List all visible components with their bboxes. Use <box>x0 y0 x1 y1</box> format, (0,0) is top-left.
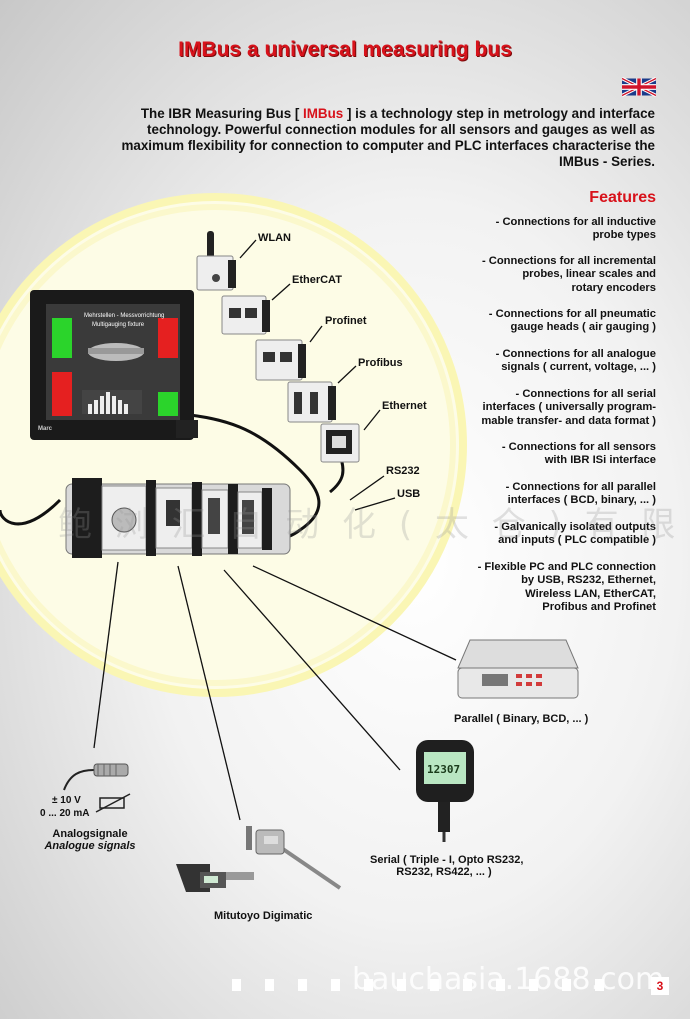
scale-graphic <box>457 639 579 699</box>
ethercat-module-graphic <box>221 295 270 335</box>
ethernet-module-graphic <box>320 423 360 463</box>
analog-signals-label: Analogsignale Analogue signals <box>44 828 136 852</box>
intro-suffix: ] is a technology step in metrology and … <box>121 106 655 169</box>
monitor-screen-line2: Multigauging fixture <box>92 322 145 328</box>
monitor-graphic <box>30 290 198 440</box>
page-title: IMBus a universal measuring bus <box>178 38 512 61</box>
dial-gauge-graphic <box>416 740 474 842</box>
analog-current-label: 0 ... 20 mA <box>40 808 90 819</box>
uk-flag-icon[interactable] <box>622 77 656 97</box>
usb-label: USB <box>397 488 421 500</box>
parallel-label: Parallel ( Binary, BCD, ... ) <box>454 713 589 725</box>
rs232-label: RS232 <box>386 465 420 477</box>
imbus-rail-graphic <box>65 478 291 558</box>
dial-gauge-reading: 12307 <box>427 763 461 776</box>
profinet-module-graphic <box>255 339 306 381</box>
mitutoyo-label: Mitutoyo Digimatic <box>214 910 313 922</box>
serial-label: Serial ( Triple - I, Opto RS232, RS232, … <box>370 854 524 878</box>
intro-prefix: The IBR Measuring Bus [ <box>140 106 304 121</box>
watermark-text: 鲍 浏 汇 自 动 化 ( 太 仓 ) 有 限 公 司 <box>58 505 690 545</box>
features-heading: Features <box>589 189 656 206</box>
wlan-label: WLAN <box>258 232 291 244</box>
profinet-label: Profinet <box>325 315 367 327</box>
intro-highlight: IMBus <box>303 106 344 121</box>
ethernet-label: Ethernet <box>382 400 427 412</box>
monitor-screen-line1: Mehrstellen - Messvorrichtung <box>84 313 165 319</box>
micrometer-graphic <box>176 864 254 892</box>
caliper-graphic <box>246 826 342 890</box>
analog-probe-graphic <box>63 763 131 813</box>
profibus-module-graphic <box>287 381 336 423</box>
footer-dots <box>232 978 628 996</box>
analog-voltage-label: ± 10 V <box>52 795 81 806</box>
monitor-brand: Marc <box>38 426 53 432</box>
page-number: 3 <box>651 977 669 995</box>
wlan-module-graphic <box>196 231 236 291</box>
ethercat-label: EtherCAT <box>292 274 342 286</box>
profibus-label: Profibus <box>358 357 403 369</box>
footer-site-watermark: bauchasia.1688.com <box>352 962 665 997</box>
intro-text: The IBR Measuring Bus [ IMBus ] is a tec… <box>95 106 655 170</box>
